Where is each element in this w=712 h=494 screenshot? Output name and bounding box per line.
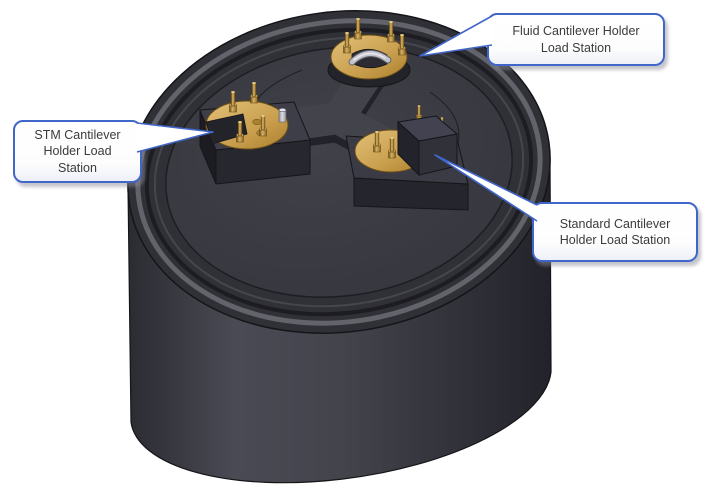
gold-pin xyxy=(250,82,258,104)
gold-pin xyxy=(229,91,237,113)
gold-pin xyxy=(398,34,406,56)
gold-pin xyxy=(259,115,267,137)
callout-standard-line1: Standard Cantilever xyxy=(559,216,671,231)
gold-pin xyxy=(388,137,396,159)
callout-stm-line1: STM Cantilever xyxy=(34,127,121,142)
stm-station xyxy=(199,82,311,185)
gold-pin xyxy=(236,121,244,143)
silver-post xyxy=(278,108,287,123)
gold-pin xyxy=(354,18,362,40)
fluid-station xyxy=(327,18,411,88)
callout-fluid-line1: Fluid Cantilever Holder xyxy=(512,24,640,38)
rim-groove-ring xyxy=(144,27,534,317)
rim-chamfer-ring xyxy=(135,18,543,326)
standard-block-top-face xyxy=(396,115,459,142)
callout-stm-station: STM Cantilever Holder Load Station xyxy=(13,120,142,183)
callout-standard-line2: Holder Load Station xyxy=(559,233,671,247)
callout-fluid-station: Fluid Cantilever Holder Load Station xyxy=(487,13,665,66)
stm-screw-hole xyxy=(252,118,262,126)
gold-pin xyxy=(343,32,351,54)
gold-pin xyxy=(373,131,381,153)
callout-stm-line3: Station xyxy=(58,160,97,175)
fluid-spring-clip xyxy=(348,50,392,66)
rim-inner-ring xyxy=(153,36,525,308)
gold-pin xyxy=(387,21,395,43)
callout-fluid-line2: Load Station xyxy=(540,40,612,55)
callout-standard-station: Standard Cantilever Holder Load Station xyxy=(532,202,698,262)
callout-stm-line2: Holder Load xyxy=(43,144,112,159)
